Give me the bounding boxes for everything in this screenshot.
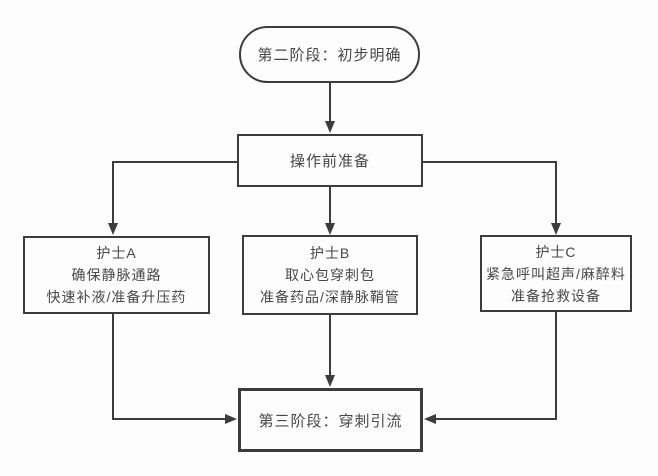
node-nurse-c: 护士C 紧急呼叫超声/麻醉料 准备抢救设备: [480, 235, 632, 312]
nurse-a-task-1: 确保静脉通路: [71, 267, 162, 283]
nurse-a-task-2: 快速补液/准备升压药: [46, 289, 187, 305]
arrow-nurse-c-to-phase3: [424, 312, 557, 424]
nurse-c-task-2: 准备抢救设备: [511, 287, 601, 304]
node-phase3-end: 第三阶段：穿刺引流: [238, 388, 423, 452]
arrow-nurse-a-to-phase3: [112, 314, 237, 424]
arrow-phase2-to-prep: [325, 83, 335, 133]
node-pre-op-prep: 操作前准备: [237, 134, 423, 187]
node-prep-label: 操作前准备: [289, 153, 370, 170]
arrow-prep-to-nurse-b: [325, 187, 335, 235]
nurse-c-title: 护士C: [535, 243, 577, 260]
nurse-b-title: 护士B: [309, 245, 351, 261]
nurse-c-task-1: 紧急呼叫超声/麻醉料: [486, 265, 626, 282]
arrow-prep-to-nurse-a: [108, 161, 239, 235]
nurse-b-task-2: 准备药品/深静脉鞘管: [260, 289, 400, 305]
node-phase2-label: 第二阶段：初步明确: [257, 47, 402, 64]
node-nurse-b: 护士B 取心包穿刺包 准备药品/深静脉鞘管: [242, 235, 418, 315]
node-phase2-start: 第二阶段：初步明确: [239, 26, 420, 83]
node-phase3-label: 第三阶段：穿刺引流: [258, 412, 403, 430]
arrow-prep-to-nurse-c: [421, 161, 561, 235]
node-nurse-a: 护士A 确保静脉通路 快速补液/准备升压药: [23, 236, 210, 314]
nurse-a-title: 护士A: [96, 245, 137, 261]
nurse-b-task-1: 取心包穿刺包: [285, 267, 375, 283]
arrow-nurse-b-to-phase3: [325, 315, 335, 387]
